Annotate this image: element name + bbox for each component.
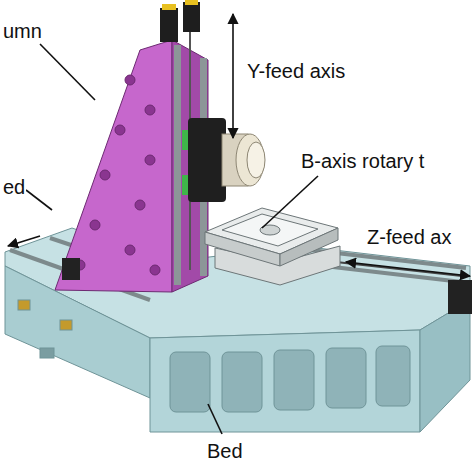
bed: [5, 228, 470, 432]
column: [55, 40, 208, 292]
annotation-lines: [8, 14, 470, 434]
z-motor: [448, 280, 472, 314]
x-motor: [62, 258, 80, 280]
spindle-head: [182, 118, 265, 202]
part-label: Z-feed ax: [366, 226, 452, 248]
part-label: umn: [2, 20, 43, 42]
part-label: ed: [2, 176, 26, 198]
y-motors: [160, 0, 200, 42]
rotary-table: [205, 208, 340, 285]
part-label: Y-feed axis: [246, 60, 346, 82]
part-label: B-axis rotary t: [300, 150, 425, 172]
part-label: Bed: [206, 440, 244, 462]
